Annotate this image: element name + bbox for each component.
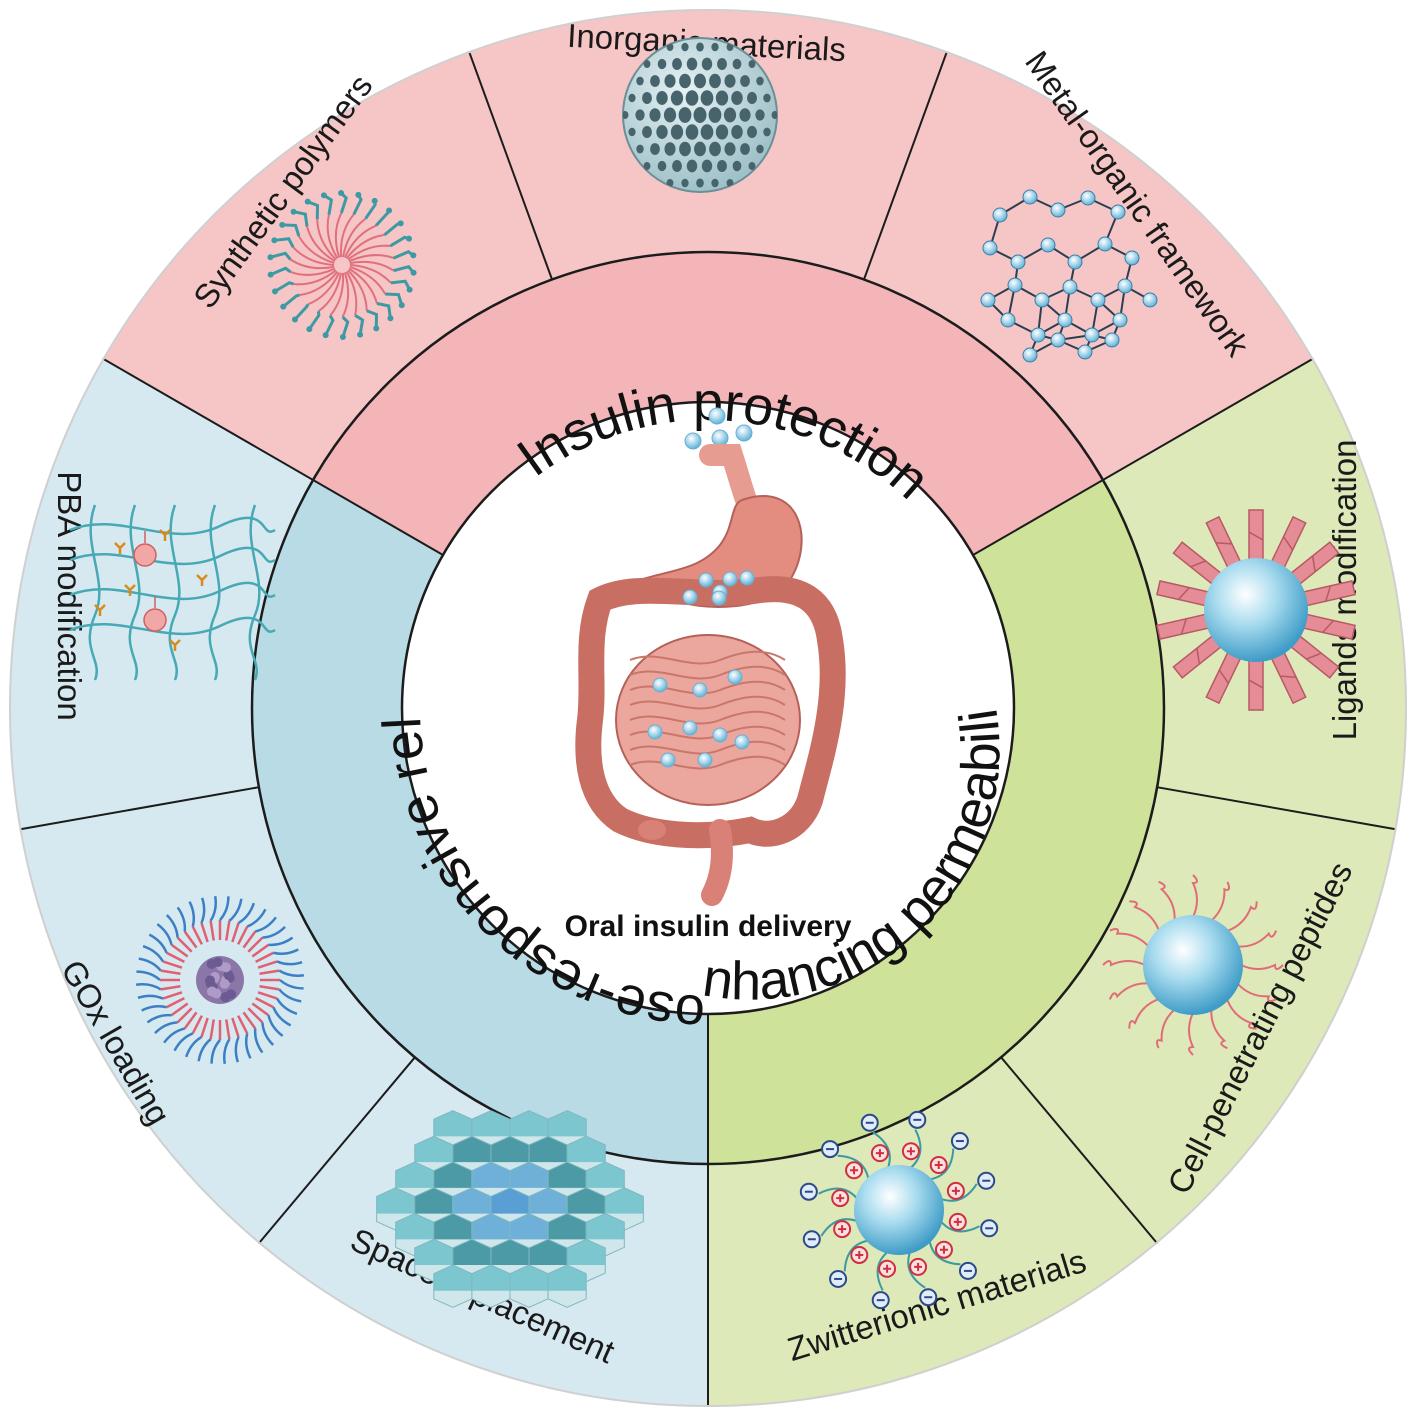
label-pba-modification: PBA modification [51, 471, 88, 720]
porous-sphere-icon [622, 37, 778, 193]
zwitterion-nanoparticle-icon [799, 1110, 999, 1310]
ring-segment-protection [313, 252, 1103, 555]
digestive-system-icon [575, 407, 846, 906]
ring-outer-edge [250, 250, 1166, 1166]
center-title: Oral insulin delivery [565, 910, 852, 943]
hexagonal-lattice-icon [980, 189, 1158, 363]
polymer-micelle-icon [267, 190, 417, 340]
hexagonal-blocks-icon [376, 1110, 644, 1308]
peptide-nanoparticle-icon [1102, 874, 1284, 1056]
sector-dividers [19, 50, 1397, 1407]
ligand-nanoparticle-icon [1156, 509, 1356, 711]
outer-border [9, 9, 1407, 1407]
gox-micelle-icon [135, 895, 305, 1065]
pba-network-icon [69, 504, 276, 681]
